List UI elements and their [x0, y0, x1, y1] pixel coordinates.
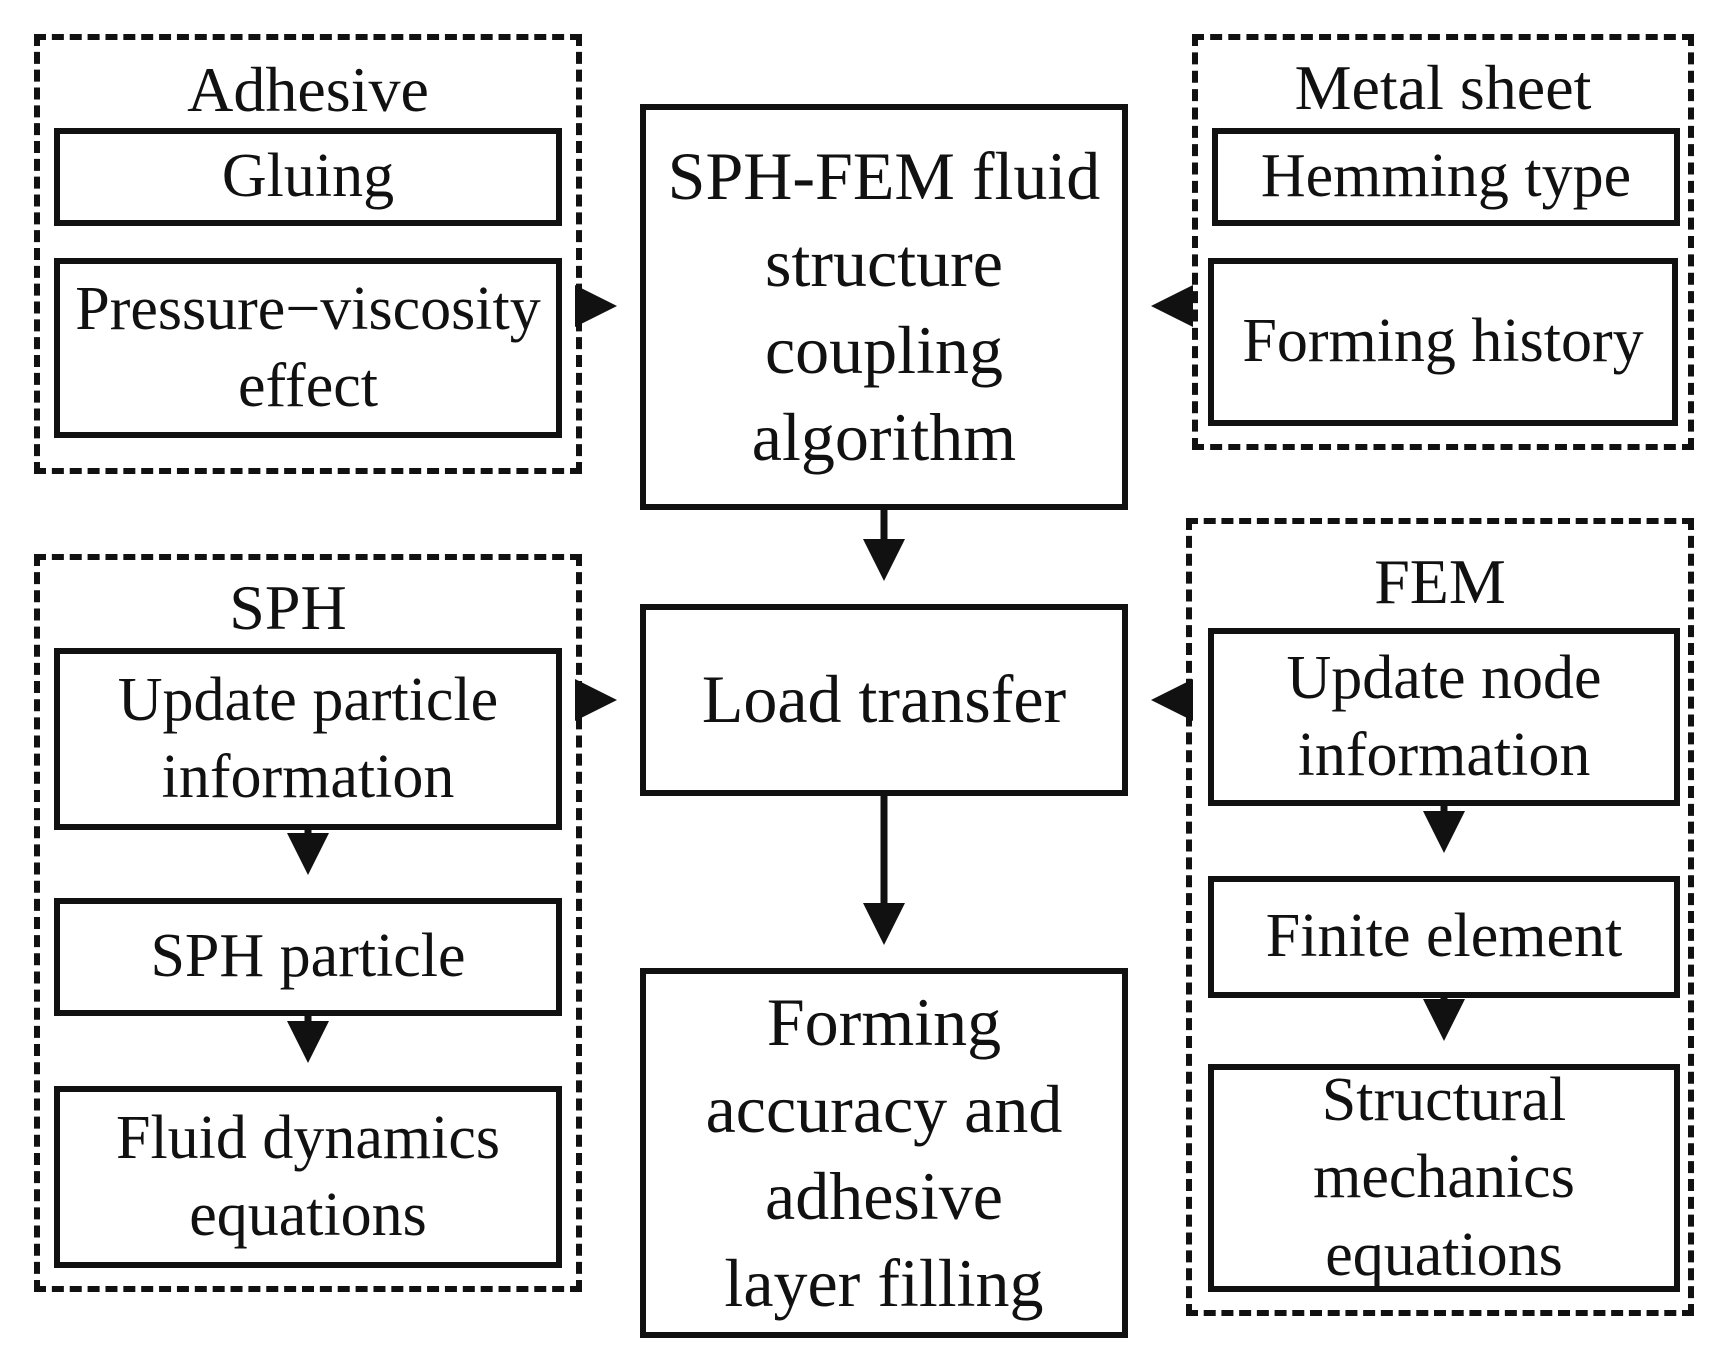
pressure-viscosity-box: Pressure−viscosity effect: [54, 258, 562, 438]
forming-accuracy-box: Forming accuracy and adhesive layer fill…: [640, 968, 1128, 1338]
gluing-box: Gluing: [54, 128, 562, 226]
coupling-algorithm-box: SPH-FEM fluid structure coupling algorit…: [640, 104, 1128, 510]
fem-group: FEM: [1186, 518, 1694, 1316]
metal-sheet-group: Metal sheet: [1192, 34, 1694, 450]
fem-group-title: FEM: [1374, 546, 1506, 617]
adhesive-group-title: Adhesive: [187, 54, 429, 125]
adhesive-group: Adhesive: [34, 34, 582, 474]
hemming-type-box: Hemming type: [1212, 128, 1680, 226]
metal-sheet-group-title: Metal sheet: [1294, 52, 1592, 123]
forming-history-box: Forming history: [1208, 258, 1678, 426]
load-transfer-box: Load transfer: [640, 604, 1128, 796]
sph-group-title: SPH: [229, 572, 347, 643]
update-particle-box: Update particle information: [54, 648, 562, 830]
update-node-box: Update node information: [1208, 628, 1680, 806]
finite-element-box: Finite element: [1208, 876, 1680, 998]
sph-particle-box: SPH particle: [54, 898, 562, 1016]
sph-group: SPH: [34, 554, 582, 1292]
fluid-dynamics-box: Fluid dynamics equations: [54, 1086, 562, 1268]
structural-mechanics-box: Structural mechanics equations: [1208, 1064, 1680, 1292]
